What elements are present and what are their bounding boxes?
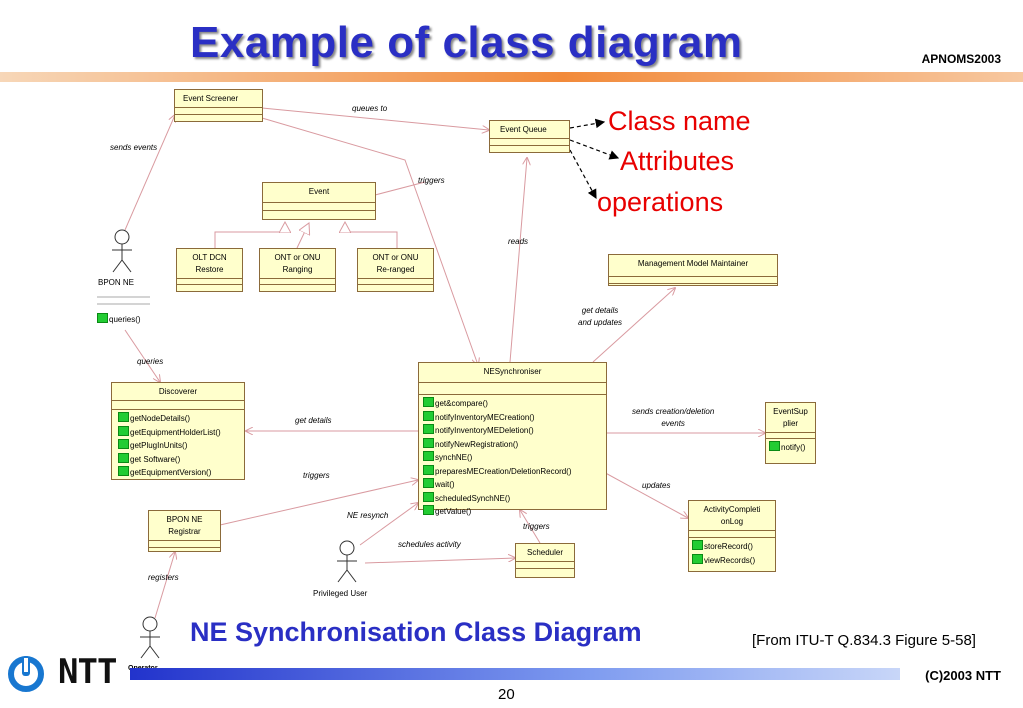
page-number: 20 xyxy=(498,686,515,703)
operation-icon xyxy=(769,441,780,451)
operation: notifyNewRegistration() xyxy=(423,437,604,452)
callout-class-name: Class name xyxy=(608,106,751,136)
class-event-screener: Event Screener xyxy=(174,89,263,122)
class-olt-dcn-restore: OLT DCN Restore xyxy=(176,248,243,292)
assoc-queries: queries xyxy=(137,357,164,366)
assoc-reads: reads xyxy=(508,237,529,246)
operation-icon xyxy=(118,425,129,436)
assoc-get-details-updates: get details and updates xyxy=(578,306,623,327)
operation: wait() xyxy=(423,478,604,492)
operation: get&compare() xyxy=(423,397,604,411)
class-bpon-ne-registrar: BPON NE Registrar xyxy=(148,510,221,552)
class-name: EventSup plier xyxy=(773,407,808,428)
operation-icon xyxy=(97,313,108,323)
class-scheduler: Scheduler xyxy=(515,543,575,578)
operation: storeRecord() xyxy=(692,540,773,554)
class-name: ONT or ONU Ranging xyxy=(274,253,321,274)
class-event: Event xyxy=(262,182,376,220)
operation-icon xyxy=(423,478,434,488)
ntt-logo-text: NTT xyxy=(58,652,117,692)
actor-operator-figure xyxy=(140,616,160,659)
operation-icon xyxy=(692,553,703,564)
operation: getNodeDetails() xyxy=(118,412,242,426)
source-reference: [From ITU-T Q.834.3 Figure 5-58] xyxy=(752,632,976,649)
class-ont-onu-ranging: ONT or ONU Ranging xyxy=(259,248,336,292)
operation: getEquipmentHolderList() xyxy=(118,425,242,440)
actor-bpon-ne-figure xyxy=(112,229,132,273)
class-ont-onu-reranged: ONT or ONU Re-ranged xyxy=(357,248,434,292)
footer-bar xyxy=(130,668,900,680)
operation: viewRecords() xyxy=(692,553,773,568)
operation: notifyInventoryMECreation() xyxy=(423,410,604,425)
operation: get Software() xyxy=(118,452,242,467)
operation: getPlugInUnits() xyxy=(118,439,242,453)
callout-attributes: Attributes xyxy=(620,146,735,176)
assoc-ne-resynch: NE resynch xyxy=(347,511,389,520)
copyright: (C)2003 NTT xyxy=(925,668,1001,683)
class-management-model-maintainer: Management Model Maintainer xyxy=(608,254,778,286)
class-name: Event xyxy=(308,187,330,196)
class-name: Event Screener xyxy=(183,94,239,103)
operation: getEquipmentVersion() xyxy=(118,466,242,480)
operation: getValue() xyxy=(423,505,604,519)
class-name: ONT or ONU Re-ranged xyxy=(372,253,419,274)
operation-icon xyxy=(423,464,434,475)
operation: synchNE() xyxy=(423,451,604,465)
actor-bpon-ne-label: BPON NE xyxy=(98,278,135,287)
operation-icon xyxy=(423,451,434,461)
class-name: OLT DCN Restore xyxy=(192,253,227,274)
assoc-triggers: triggers xyxy=(523,522,550,531)
operation-icon xyxy=(423,505,434,515)
operation-icon xyxy=(423,410,434,421)
conference-label: APNOMS2003 xyxy=(921,52,1001,66)
operation-icon xyxy=(692,540,703,550)
actor-bpon-ne-ops: queries() xyxy=(97,313,141,324)
class-event-queue: Event Queue xyxy=(489,120,570,153)
class-event-supplier: EventSup plier notify() xyxy=(765,402,816,464)
operation-icon xyxy=(118,439,129,449)
class-name: Event Queue xyxy=(500,125,547,134)
operation-icon xyxy=(118,452,129,463)
slide-title: Example of class diagram xyxy=(190,18,743,67)
class-name: ActivityCompleti onLog xyxy=(703,505,761,526)
operation: notifyInventoryMEDeletion() xyxy=(423,424,604,438)
assoc-updates: updates xyxy=(642,481,671,490)
assoc-sends-events: sends events xyxy=(110,143,158,152)
assoc-get-details: get details xyxy=(295,416,332,425)
class-name: Scheduler xyxy=(526,548,564,557)
callout-operations: operations xyxy=(597,187,724,217)
actor-privileged-user-label: Privileged User xyxy=(313,589,368,598)
class-discoverer: Discoverer getNodeDetails() getEquipment… xyxy=(111,382,245,480)
operation-icon xyxy=(118,412,129,422)
operation-icon xyxy=(118,466,129,476)
ntt-logo-icon xyxy=(8,656,44,692)
operation: preparesMECreation/DeletionRecord() xyxy=(423,464,604,479)
assoc-queues-to: queues to xyxy=(352,104,388,113)
diagram-subtitle: NE Synchronisation Class Diagram xyxy=(190,617,642,647)
operation-icon xyxy=(423,437,434,448)
class-name: NESynchroniser xyxy=(483,367,542,376)
operation-icon xyxy=(423,424,434,434)
operation: notify() xyxy=(769,441,813,455)
class-name: Discoverer xyxy=(158,387,198,396)
assoc-registers: registers xyxy=(148,573,179,582)
header-bar xyxy=(0,72,1023,82)
assoc-triggers: triggers xyxy=(303,471,330,480)
class-ne-synchroniser: NESynchroniser get&compare() notifyInven… xyxy=(418,362,607,516)
class-name: Management Model Maintainer xyxy=(637,259,749,268)
assoc-triggers: triggers xyxy=(418,176,445,185)
assoc-sends-creation-deletion: sends creation/deletion events xyxy=(632,407,715,428)
assoc-schedules-activity: schedules activity xyxy=(398,540,461,549)
operation-icon xyxy=(423,397,434,407)
actor-privileged-user-figure xyxy=(337,540,357,583)
class-activity-completion-log: ActivityCompleti onLog storeRecord() vie… xyxy=(688,500,776,572)
operation: scheduledSynchNE() xyxy=(423,491,604,506)
operation-icon xyxy=(423,491,434,502)
class-name: BPON NE Registrar xyxy=(166,515,203,536)
